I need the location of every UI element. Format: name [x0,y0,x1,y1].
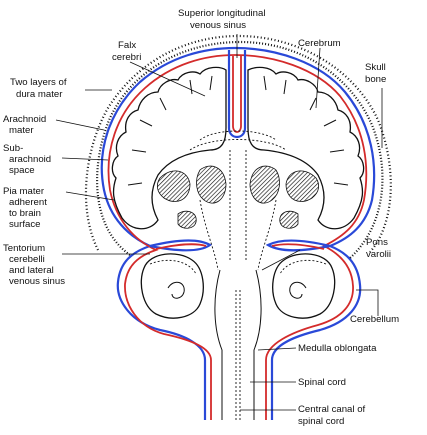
label-cerebrum: Cerebrum [298,38,341,49]
label-arachnoid-2: mater [9,125,34,136]
label-spinal-cord: Spinal cord [298,377,346,388]
label-tentorium-4: venous sinus [9,276,65,287]
label-superior-longitudinal-2: venous sinus [190,20,246,31]
inner-brain-structures [189,130,287,271]
label-pia-3: to brain [9,208,41,219]
label-dura-1: Two layers of [10,77,67,88]
labels: Superior longitudinal venous sinus Falx … [3,8,399,427]
label-pons-1: Pons [366,237,388,248]
cerebellum [140,253,336,319]
ventricles [156,165,320,229]
label-pia-1: Pia mater [3,186,45,197]
label-central-canal-2: spinal cord [298,416,344,427]
tentorium-cerebelli [149,239,331,252]
label-tentorium-2: cerebelli [9,254,45,265]
label-pia-2: adherent [9,197,47,208]
label-superior-longitudinal-1: Superior longitudinal [178,8,265,19]
label-cerebellum: Cerebellum [350,314,399,325]
cerebrum [111,66,365,230]
label-subarachnoid-1: Sub- [3,143,23,154]
label-dura-2: dura mater [16,89,63,100]
brainstem [214,269,262,420]
label-pia-4: surface [9,219,40,230]
label-central-canal-1: Central canal of [298,404,366,415]
label-tentorium-1: Tentorium [3,243,45,254]
leader-lines [55,34,383,411]
label-subarachnoid-2: arachnoid [9,154,51,165]
falx-cerebri [227,50,247,139]
label-medulla: Medulla oblongata [298,343,377,354]
dura-mater-outer [100,46,376,420]
label-pons-2: varolii [366,249,391,260]
label-falx-2: cerebri [112,52,141,63]
label-tentorium-3: and lateral [9,265,54,276]
label-subarachnoid-3: space [9,165,35,176]
label-arachnoid-1: Arachnoid [3,114,46,125]
label-skull-2: bone [365,74,386,85]
label-falx-1: Falx [118,40,136,51]
label-skull-1: Skull [365,62,386,73]
